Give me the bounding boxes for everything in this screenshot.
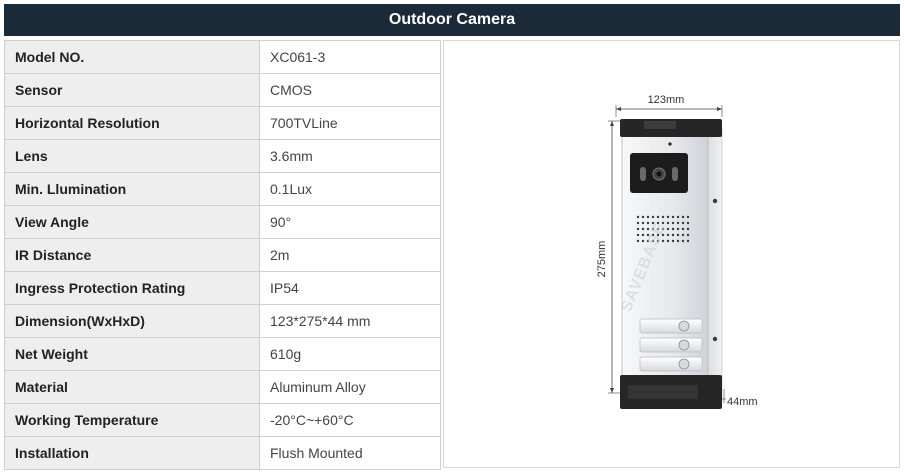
spec-label: Min. Llumination bbox=[4, 172, 260, 206]
height-label: 275mm bbox=[596, 241, 608, 278]
product-image-panel: 123mm 275mm 44mm bbox=[443, 40, 900, 468]
spec-label: Sensor bbox=[4, 73, 260, 107]
depth-dimension: 44mm bbox=[716, 389, 758, 408]
spec-label: Ingress Protection Rating bbox=[4, 271, 260, 305]
spec-label: Net Weight bbox=[4, 337, 260, 371]
call-button-3 bbox=[639, 356, 703, 372]
spec-value: 0.1Lux bbox=[259, 172, 441, 206]
spec-value: 123*275*44 mm bbox=[259, 304, 441, 338]
spec-label: View Angle bbox=[4, 205, 260, 239]
height-dimension: 275mm bbox=[596, 120, 620, 394]
spec-row: Model NO.XC061-3 bbox=[4, 40, 441, 74]
spec-value: 3.6mm bbox=[259, 139, 441, 173]
spec-row: Working Temperature-20°C~+60°C bbox=[4, 403, 441, 437]
width-dimension: 123mm bbox=[615, 94, 723, 117]
bell-icon bbox=[678, 320, 690, 332]
depth-label: 44mm bbox=[727, 396, 758, 408]
spec-value: -20°C~+60°C bbox=[259, 403, 441, 437]
call-button-2 bbox=[639, 337, 703, 353]
width-label: 123mm bbox=[648, 94, 685, 106]
spec-label: Dimension(WxHxD) bbox=[4, 304, 260, 338]
spec-label: IR Distance bbox=[4, 238, 260, 272]
spec-value: CMOS bbox=[259, 73, 441, 107]
side-screw-icon bbox=[712, 336, 718, 342]
spec-value: XC061-3 bbox=[259, 40, 441, 74]
spec-value: 90° bbox=[259, 205, 441, 239]
spec-value: 610g bbox=[259, 337, 441, 371]
device-side bbox=[705, 122, 723, 408]
spec-value: 700TVLine bbox=[259, 106, 441, 140]
spec-label: Lens bbox=[4, 139, 260, 173]
spec-label: Installation bbox=[4, 436, 260, 470]
spec-label: Working Temperature bbox=[4, 403, 260, 437]
spec-value: Aluminum Alloy bbox=[259, 370, 441, 404]
bell-icon bbox=[678, 358, 690, 370]
spec-value: 2m bbox=[259, 238, 441, 272]
call-buttons bbox=[639, 318, 703, 372]
side-screw-icon bbox=[712, 198, 718, 204]
spec-label: Material bbox=[4, 370, 260, 404]
spec-label: Horizontal Resolution bbox=[4, 106, 260, 140]
spec-label: Model NO. bbox=[4, 40, 260, 74]
speaker-grill bbox=[636, 215, 690, 243]
outdoor-camera-image: 123mm 275mm 44mm bbox=[596, 94, 758, 409]
page-title: Outdoor Camera bbox=[4, 4, 900, 36]
spec-row: Dimension(WxHxD)123*275*44 mm bbox=[4, 304, 441, 338]
microphone-icon bbox=[668, 142, 672, 146]
spec-value: IP54 bbox=[259, 271, 441, 305]
call-button-1 bbox=[639, 318, 703, 334]
spec-value: Flush Mounted bbox=[259, 436, 441, 470]
bell-icon bbox=[678, 339, 690, 351]
